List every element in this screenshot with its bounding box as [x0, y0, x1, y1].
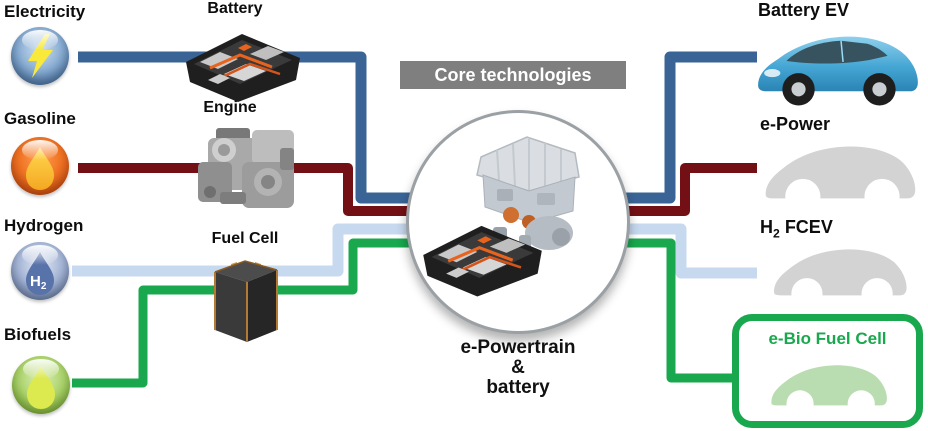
- e-power-car-image: [765, 146, 916, 215]
- e-power-label: e-Power: [760, 114, 831, 134]
- biofuel-connector: [72, 238, 736, 388]
- core-caption-line2: &: [511, 357, 525, 378]
- core-technologies-banner: Core technologies: [400, 61, 626, 89]
- engine-image: [198, 128, 294, 208]
- hydrogen-label: Hydrogen: [4, 216, 84, 235]
- biofuels-sphere: [12, 356, 70, 414]
- svg-text:H2: H2: [30, 273, 47, 292]
- biofuels-label: Biofuels: [4, 325, 72, 344]
- fuel-cell-label: Fuel Cell: [211, 230, 279, 247]
- electricity-label: Electricity: [4, 2, 86, 21]
- e-bio-fuel-cell-label: e-Bio Fuel Cell: [768, 329, 887, 348]
- core-caption: e-Powertrain & battery: [418, 338, 618, 398]
- h2-fcev-car-image: [774, 249, 907, 310]
- battery-pack-image: [184, 32, 302, 104]
- engine-label: Engine: [203, 99, 257, 116]
- flame-droplet-icon: [26, 147, 54, 190]
- core-caption-line3: battery: [486, 377, 550, 398]
- h2-fcev-label: H2 FCEV: [760, 217, 833, 241]
- battery-label: Battery: [207, 0, 263, 17]
- core-battery-image: [421, 224, 544, 299]
- fuel-cell-image: [214, 260, 278, 342]
- core-technologies-circle: [406, 110, 630, 334]
- gasoline-sphere: [11, 137, 69, 195]
- electricity-sphere: [11, 27, 69, 85]
- gasoline-label: Gasoline: [4, 109, 76, 128]
- battery-ev-label: Battery EV: [758, 0, 850, 20]
- e-bio-car-image: [770, 365, 887, 418]
- battery-ev-car-image: [758, 36, 918, 106]
- bio-droplet-icon: [27, 366, 55, 409]
- h2-droplet-icon: H2: [26, 252, 54, 295]
- hydrogen-sphere: H2: [11, 242, 69, 300]
- e-bio-fuel-cell-box: e-Bio Fuel Cell: [732, 314, 923, 428]
- lightning-icon: [28, 34, 53, 78]
- core-technologies-banner-label: Core technologies: [434, 64, 592, 85]
- core-caption-line1: e-Powertrain: [460, 337, 576, 358]
